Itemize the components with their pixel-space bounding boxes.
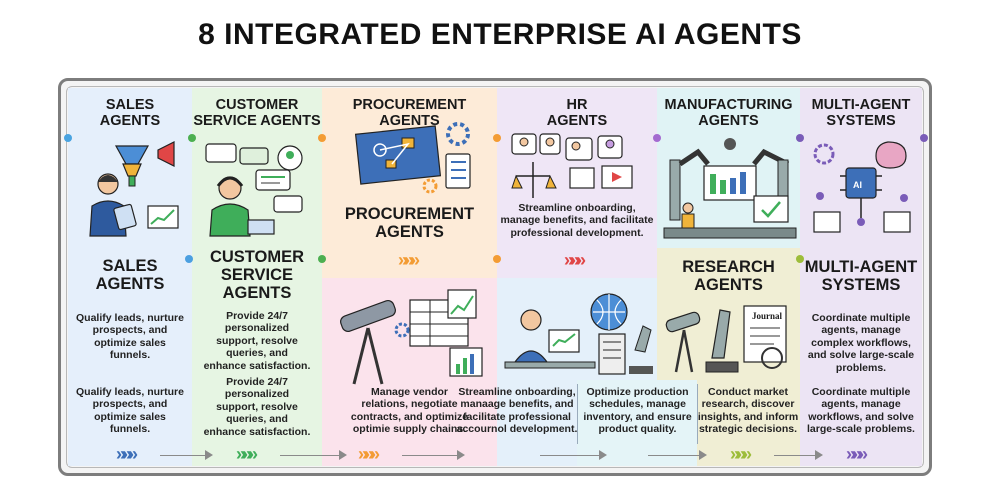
procurement-blueprint-icon — [354, 122, 471, 194]
sales-bottom-description: Qualify leads, nurture prospects, and op… — [76, 386, 184, 436]
researcher-globe-icon — [504, 293, 653, 375]
research-lower-panel — [577, 380, 697, 466]
flow-arrow — [648, 455, 700, 456]
flow-arrow — [540, 455, 600, 456]
connector-dot — [796, 134, 804, 142]
connector-dot — [493, 255, 501, 263]
flow-arrowhead — [599, 450, 607, 460]
flow-arrowhead — [339, 450, 347, 460]
flow-arrowhead — [699, 450, 707, 460]
telescope-chart-icon — [340, 289, 483, 385]
customer-top-title: CUSTOMER SERVICE AGENTS — [193, 97, 321, 129]
customer-bottom-description: Provide 24/7 personalized support, resol… — [203, 376, 311, 438]
flow-arrowhead — [205, 450, 213, 460]
hr-people-icon — [511, 133, 633, 198]
connector-dot — [318, 134, 326, 142]
research-title: RESEARCH AGENTS — [682, 258, 775, 294]
hr-chevrons: »»» — [564, 250, 586, 270]
multi-chevrons: »»» — [846, 444, 868, 464]
procurement-chevrons: »»» — [398, 250, 420, 270]
procurement-bottom-chevrons: »»» — [358, 444, 380, 464]
procurement-title: PROCUREMENT AGENTS — [344, 205, 475, 241]
flow-arrow — [774, 455, 816, 456]
inner-frame — [66, 86, 924, 468]
connector-dot — [653, 134, 661, 142]
hr-top-title: HR AGENTS — [546, 97, 608, 129]
hr-bottom-description: Streamline onboarding, manaage benefits,… — [456, 386, 578, 436]
microscope-journal-icon — [665, 305, 787, 373]
flow-arrow — [160, 455, 206, 456]
divider — [697, 384, 698, 444]
connector-dot — [318, 255, 326, 263]
flow-arrow — [280, 455, 340, 456]
sales-top-title: SALES AGENTS — [99, 97, 161, 129]
manufacturing-bottom-description: Optimize production schedules, manage in… — [583, 386, 692, 436]
multi-top-title: MULTI-AGENT SYSTEMS — [811, 97, 911, 129]
ai-chip-label: AI — [853, 180, 862, 190]
connector-dot — [920, 134, 928, 142]
multi-agent-title: MULTI-AGENT SYSTEMS — [804, 258, 918, 294]
flow-arrowhead — [815, 450, 823, 460]
divider — [577, 384, 578, 444]
research-chevrons: »»» — [730, 444, 752, 464]
customer-service-description: Provide 24/7 personalized support, resol… — [203, 310, 311, 372]
sales-chevrons: »»» — [116, 444, 138, 464]
connector-dot — [185, 255, 193, 263]
procurement-bottom-description: Manage vendor relations, negotiate contr… — [350, 386, 469, 436]
flow-arrowhead — [457, 450, 465, 460]
multi-agent-description: Coordinate multiple agents, manage compl… — [807, 312, 915, 374]
customer-chevrons: »»» — [236, 444, 258, 464]
connector-dot — [64, 134, 72, 142]
procurement-top-title: PROCUREMENT AGENTS — [352, 97, 467, 129]
sales-description: Qualify leads, nurture prospects, and op… — [76, 312, 184, 362]
research-bottom-description: Conduct market research, discover insigh… — [697, 386, 799, 436]
sales-title: SALES AGENTS — [95, 257, 165, 293]
sales-person-icon — [89, 141, 179, 237]
connector-dot — [796, 255, 804, 263]
page-title: 8 INTEGRATED ENTERPRISE AI AGENTS — [198, 18, 802, 51]
flow-arrow — [402, 455, 458, 456]
headset-agent-icon — [205, 143, 303, 237]
robot-arm-icon — [663, 138, 797, 239]
multi-bottom-description: Coordinate multiple agents, manage workf… — [807, 386, 915, 436]
customer-service-title: CUSTOMER SERVICE AGENTS — [209, 248, 305, 302]
connector-dot — [493, 134, 501, 142]
hr-description: Streamline onboarding, manage benefits, … — [500, 202, 654, 239]
ai-network-icon — [813, 141, 911, 233]
manufacturing-top-title: MANUFACTURING AGENTS — [664, 97, 793, 129]
connector-dot — [188, 134, 196, 142]
journal-label: Journal — [752, 311, 783, 321]
